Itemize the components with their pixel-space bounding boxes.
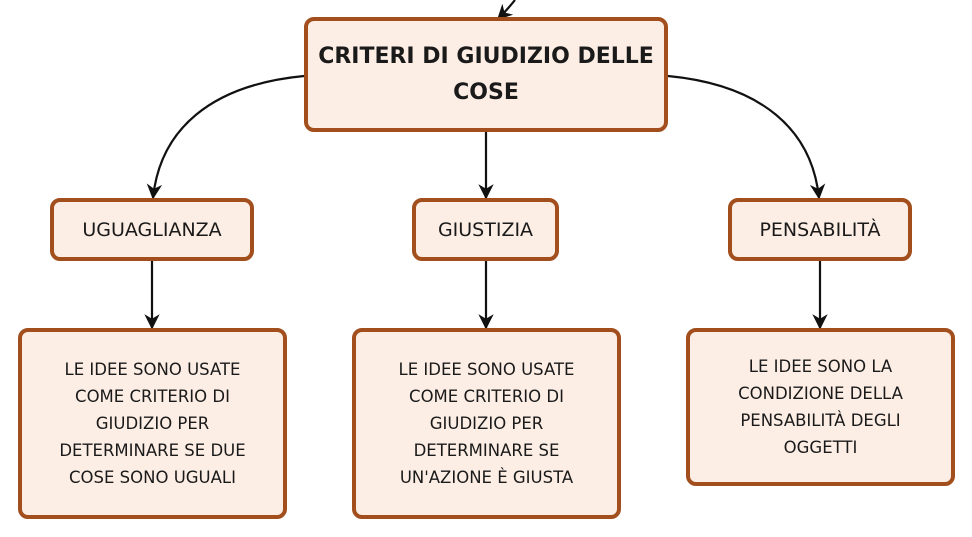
concept-node-giustizia[interactable]: GIUSTIZIA — [412, 198, 559, 261]
concept-node-uguaglianza[interactable]: UGUAGLIANZA — [50, 198, 254, 261]
connector-root-to-pensabilita — [667, 74, 826, 200]
concept-node-label: UGUAGLIANZA — [82, 218, 222, 241]
detail-node-pensabilita[interactable]: LE IDEE SONO LA CONDIZIONE DELLA PENSABI… — [686, 328, 955, 486]
detail-node-text: LE IDEE SONO LA CONDIZIONE DELLA PENSABI… — [738, 357, 903, 457]
detail-node-giustizia[interactable]: LE IDEE SONO USATE COME CRITERIO DI GIUD… — [352, 328, 621, 519]
concept-node-label: PENSABILITÀ — [759, 218, 881, 241]
root-node[interactable]: CRITERI DI GIUDIZIO DELLE COSE — [304, 17, 668, 132]
concept-node-label: GIUSTIZIA — [437, 218, 534, 241]
detail-node-text: LE IDEE SONO USATE COME CRITERIO DI GIUD… — [398, 360, 575, 487]
root-node-label: CRITERI DI GIUDIZIO DELLE COSE — [318, 43, 654, 105]
connector-root-to-uguaglianza — [146, 74, 305, 200]
concept-node-pensabilita[interactable]: PENSABILITÀ — [728, 198, 912, 261]
detail-node-text: LE IDEE SONO USATE COME CRITERIO DI GIUD… — [59, 360, 246, 487]
detail-node-uguaglianza[interactable]: LE IDEE SONO USATE COME CRITERIO DI GIUD… — [18, 328, 287, 519]
